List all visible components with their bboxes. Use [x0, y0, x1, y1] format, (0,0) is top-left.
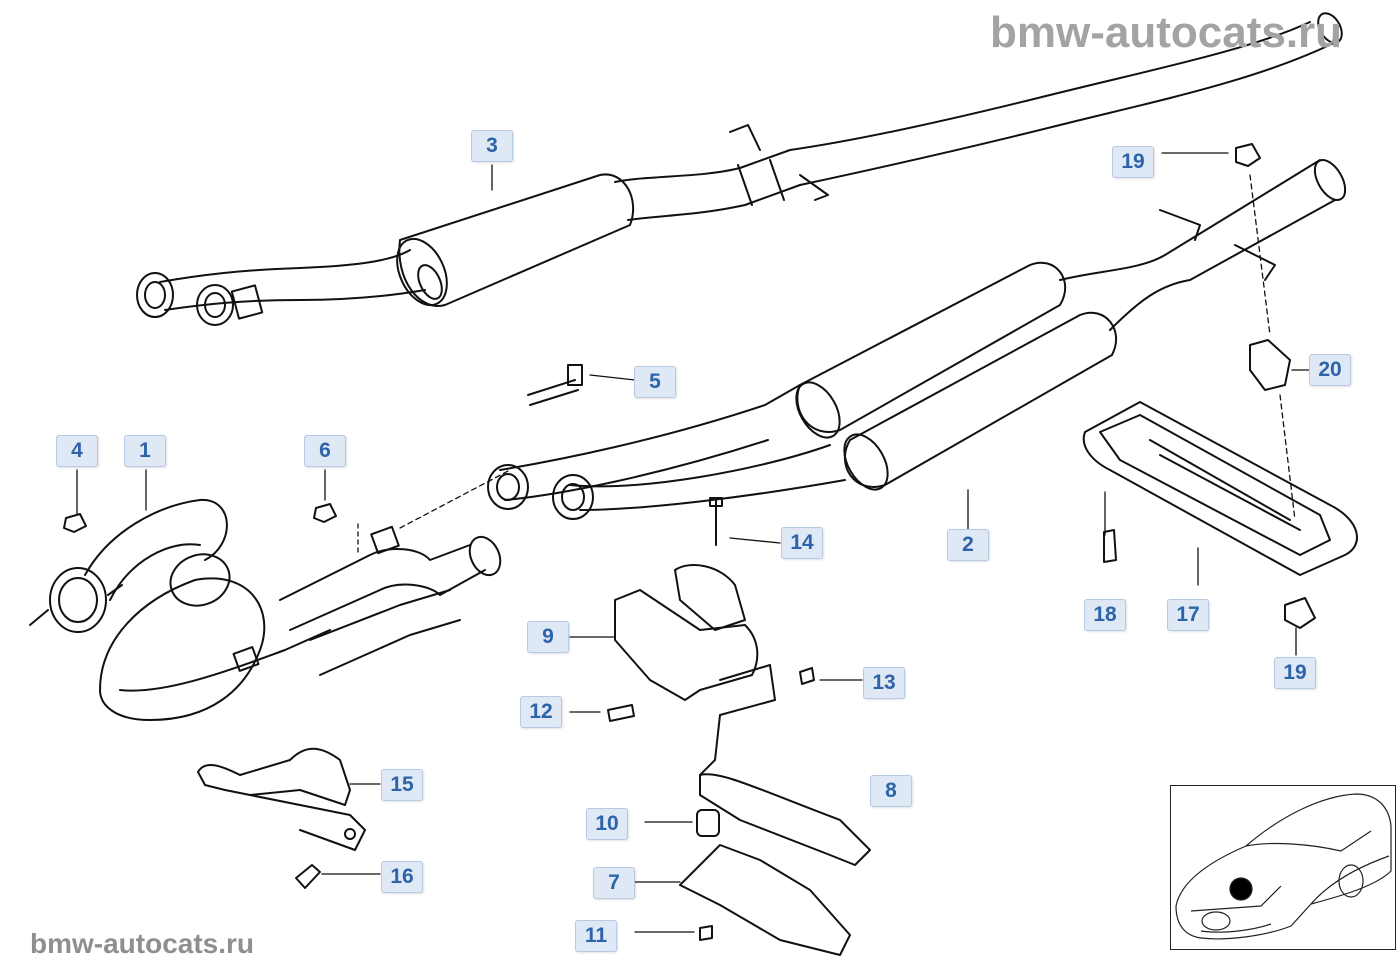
callout-part-12[interactable]: 12: [520, 696, 562, 728]
watermark-bottom: bmw-autocats.ru: [30, 928, 255, 959]
location-marker-icon: [1229, 877, 1253, 901]
callout-part-1[interactable]: 1: [124, 435, 166, 467]
callout-part-9[interactable]: 9: [527, 621, 569, 653]
callout-part-2[interactable]: 2: [947, 529, 989, 561]
part-2-catalytic-converters: [487, 159, 1347, 520]
callout-part-3[interactable]: 3: [471, 130, 513, 162]
car-outline-icon: [1175, 793, 1392, 940]
part-17-heat-shield: [1082, 401, 1358, 576]
callout-part-10[interactable]: 10: [586, 808, 628, 840]
watermark-top: bmw-autocats.ru: [990, 8, 1343, 57]
callout-part-5[interactable]: 5: [634, 366, 676, 398]
callout-part-4[interactable]: 4: [56, 435, 98, 467]
callout-part-13[interactable]: 13: [863, 667, 905, 699]
part-15-bracket: [197, 747, 366, 889]
callout-part-19-top[interactable]: 19: [1112, 146, 1154, 178]
callout-part-7[interactable]: 7: [593, 867, 635, 899]
car-locator-inset: [1170, 785, 1396, 950]
callout-part-18[interactable]: 18: [1084, 599, 1126, 631]
callout-part-19-bottom[interactable]: 19: [1274, 657, 1316, 689]
callout-part-11[interactable]: 11: [575, 920, 617, 952]
part-3-intermediate-pipe: [136, 12, 1343, 326]
leader-lines: [76, 152, 1311, 933]
fasteners: [63, 143, 1316, 629]
callout-part-15[interactable]: 15: [381, 769, 423, 801]
callout-part-6[interactable]: 6: [304, 435, 346, 467]
callout-part-14[interactable]: 14: [781, 527, 823, 559]
callout-part-16[interactable]: 16: [381, 861, 423, 893]
callout-part-17[interactable]: 17: [1167, 599, 1209, 631]
bracket-assembly: [607, 497, 871, 956]
callout-part-8[interactable]: 8: [870, 775, 912, 807]
callout-part-20[interactable]: 20: [1309, 354, 1351, 386]
part-1-manifold-converter: [29, 498, 502, 721]
